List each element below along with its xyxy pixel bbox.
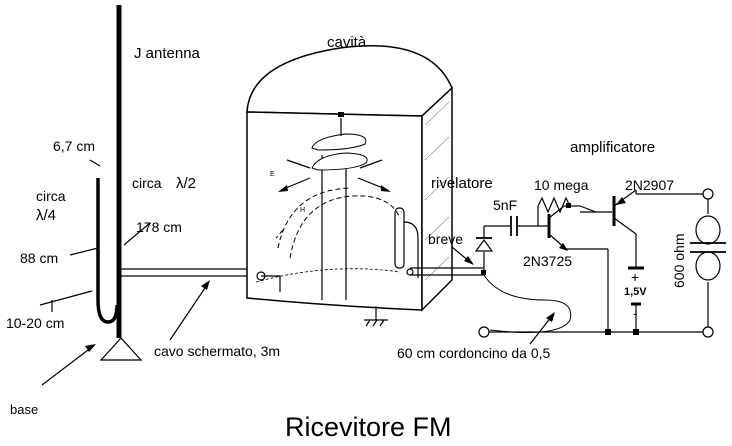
len-10-20-bar [39, 290, 93, 306]
cable-arrow-line [169, 284, 208, 341]
base-arrow-line [41, 346, 93, 386]
label-plus: + [631, 269, 639, 285]
headphones [690, 199, 726, 327]
label-detector: rivelatore [431, 175, 493, 192]
output-terminal-bottom [702, 326, 714, 338]
len-178-tick [123, 222, 151, 246]
label-lambda-quarter: λ/4 [36, 207, 56, 224]
short-arrow-head [464, 256, 474, 265]
label-field-h: H [300, 207, 305, 214]
input-loop [261, 275, 281, 292]
label-amplifier: amplificatore [570, 139, 655, 156]
antenna-base-triangle [99, 337, 143, 361]
label-circa-top: circa [132, 175, 162, 191]
label-88: 88 cm [20, 250, 58, 266]
output-probe [403, 221, 419, 278]
antenna-stub-element [96, 178, 119, 324]
inner-plate-mid [311, 152, 368, 171]
output-loop [394, 207, 405, 269]
inner-plate-top [311, 133, 367, 151]
coupling-loop-base [255, 268, 401, 283]
label-cord: 60 cm cordoncino da 0,5 [397, 345, 551, 361]
ground-hatch [365, 319, 385, 327]
label-npn: 2N3725 [523, 253, 572, 269]
output-terminal-top [702, 188, 714, 200]
diode-symbol [474, 238, 494, 252]
label-width: 6,7 cm [53, 138, 95, 154]
cord-arrow-head [546, 312, 555, 322]
ground-cord [483, 274, 572, 333]
label-178: 178 cm [136, 219, 182, 235]
len-88-tick [69, 247, 99, 256]
tuning-screw-head [338, 112, 344, 117]
ground-terminal-left [478, 326, 490, 338]
label-cap: 5nF [493, 197, 517, 213]
base-arrow-head [85, 344, 96, 352]
label-resistor: 10 mega [534, 177, 589, 193]
label-field-e: E [270, 171, 275, 178]
cavity [246, 45, 453, 327]
collector-junction [566, 203, 571, 208]
cable-arrow-head [201, 280, 210, 290]
label-impedance: 600 ohm [671, 234, 687, 288]
label-j-antenna: J antenna [134, 45, 201, 62]
label-10-20: 10-20 cm [6, 315, 64, 331]
label-circa-left: circa [36, 188, 66, 204]
pnp-emitter-arrow [616, 197, 626, 205]
cord-arrow-line [529, 315, 553, 345]
pnp-collector [613, 217, 637, 235]
label-short: breve [428, 231, 463, 247]
h-field-loops [275, 187, 401, 259]
label-minus: - [633, 305, 638, 321]
collector-to-pnp [579, 205, 597, 213]
label-cable: cavo schermato, 3m [154, 343, 280, 359]
headphone-cup-bottom [695, 251, 721, 281]
label-base: base [10, 402, 38, 417]
shielded-cable [121, 268, 247, 341]
label-cavity: cavità [327, 34, 367, 51]
j-antenna [39, 5, 151, 386]
cavity-top [246, 45, 453, 117]
resistor-zigzag [537, 196, 571, 214]
label-battery: 1,5V [624, 286, 647, 298]
diagram-title: Ricevitore FM [285, 412, 452, 442]
cavity-side [421, 86, 453, 312]
detector-junction [481, 270, 486, 275]
label-pnp: 2N2907 [625, 177, 674, 193]
label-lambda-half: λ/2 [176, 175, 196, 192]
e-field-arrows [278, 159, 391, 192]
cavity-side-shading [424, 101, 450, 281]
npn-emitter-arrow [559, 243, 568, 251]
headphone-cup-top [695, 215, 721, 245]
amplifier [478, 188, 714, 338]
inner-post [321, 155, 347, 300]
width-tick [89, 159, 101, 167]
